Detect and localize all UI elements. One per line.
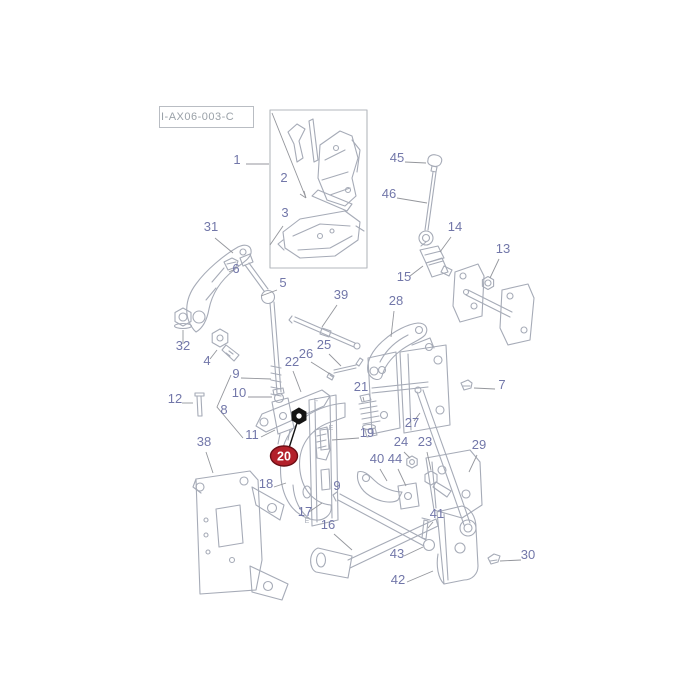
- part-label-9: 9: [333, 478, 340, 493]
- part-32-nut: [173, 307, 193, 330]
- part-label-2: 2: [280, 170, 287, 185]
- part-label-7: 7: [498, 377, 505, 392]
- part-16-handle: [310, 518, 439, 579]
- part-label-46: 46: [382, 186, 396, 201]
- part-label-41: 41: [430, 506, 444, 521]
- bracket-8: [216, 374, 244, 439]
- part-38-plate: [192, 470, 289, 601]
- part-45-knob: [427, 154, 443, 173]
- cast-letter-E: E: [329, 425, 334, 432]
- assembly-2-seat-frame: [287, 118, 361, 212]
- part-label-9: 9: [232, 366, 239, 381]
- highlight-number[interactable]: 20: [277, 450, 291, 464]
- part-label-24: 24: [394, 434, 408, 449]
- part-label-44: 44: [388, 451, 402, 466]
- part-label-1: 1: [233, 152, 240, 167]
- part-label-14: 14: [448, 219, 462, 234]
- part-12-pin: [194, 392, 205, 417]
- part-40-bracket: [356, 470, 403, 503]
- art-letters: F E E: [305, 398, 334, 525]
- part-label-8: 8: [220, 402, 227, 417]
- part-13-bracket-assembly: [452, 263, 535, 346]
- part-label-29: 29: [472, 437, 486, 452]
- part-31-lever: [186, 244, 252, 333]
- part-label-11: 11: [245, 427, 259, 442]
- highlighted-part-20: [291, 407, 307, 425]
- part-4-bolt: [211, 328, 240, 362]
- part-label-13: 13: [496, 241, 510, 256]
- part-18-hook-lever: [279, 402, 346, 521]
- part-label-31: 31: [204, 219, 218, 234]
- part-10-ball-joint: [272, 387, 285, 404]
- part-label-19: 19: [360, 425, 374, 440]
- part-27-plates: [367, 337, 451, 435]
- part-9-spring: [270, 365, 282, 397]
- part-30-clip: [487, 553, 501, 565]
- part-14-15-valve: [419, 241, 453, 278]
- part-label-39: 39: [334, 287, 348, 302]
- part-label-42: 42: [391, 572, 405, 587]
- part-label-43: 43: [390, 546, 404, 561]
- diagram-code: I-AX06-003-C: [161, 111, 235, 123]
- part-25-pin: [333, 357, 364, 374]
- part-41-pin: [421, 517, 431, 540]
- part-label-40: 40: [370, 451, 384, 466]
- assembly-3-base-pan: [277, 210, 365, 259]
- part-label-18: 18: [259, 476, 273, 491]
- diagram-code-box: I-AX06-003-C: [159, 106, 254, 128]
- part-label-6: 6: [232, 261, 239, 276]
- part-21-spring-bolt: [358, 393, 381, 438]
- part-label-10: 10: [232, 385, 246, 400]
- part-7-clip: [460, 379, 473, 391]
- part-43-rod: [332, 491, 436, 552]
- part-label-27: 27: [405, 415, 419, 430]
- part-19-latch: [314, 426, 331, 461]
- part-label-16: 16: [321, 517, 335, 532]
- highlight-leader: [288, 422, 298, 449]
- part-label-38: 38: [197, 434, 211, 449]
- part-24-nut: [406, 455, 418, 469]
- part-28-lever: [367, 322, 428, 381]
- cast-letter-E: E: [305, 518, 310, 525]
- part-label-30: 30: [521, 547, 535, 562]
- part-label-15: 15: [397, 269, 411, 284]
- part-label-45: 45: [390, 150, 404, 165]
- highlight-callout-20[interactable]: 20: [269, 445, 299, 467]
- part-label-4: 4: [203, 353, 210, 368]
- part-39-rod: [288, 315, 361, 350]
- inset-box: [269, 109, 368, 269]
- part-label-17: 17: [298, 504, 312, 519]
- part-44-plate: [397, 482, 420, 510]
- part-label-26: 26: [299, 346, 313, 361]
- cast-letter-F: F: [314, 398, 318, 405]
- part-label-25: 25: [317, 337, 331, 352]
- part-46-rod: [418, 171, 437, 246]
- part-6-clip: [223, 257, 239, 271]
- highlight-ellipse[interactable]: [269, 445, 299, 467]
- part-26-cotter: [326, 372, 335, 381]
- part-label-23: 23: [418, 434, 432, 449]
- part-label-32: 32: [176, 338, 190, 353]
- part-label-12: 12: [168, 391, 182, 406]
- part-label-21: 21: [354, 379, 368, 394]
- part-5-rod: [239, 253, 282, 397]
- part-label-5: 5: [279, 275, 286, 290]
- part-label-22: 22: [285, 354, 299, 369]
- leader-lines: [182, 112, 522, 583]
- diagram-line-art: [173, 109, 535, 601]
- part-17-plate: [308, 394, 339, 527]
- part-label-3: 3: [281, 205, 288, 220]
- part-42-plate: [436, 505, 479, 585]
- part-label-28: 28: [389, 293, 403, 308]
